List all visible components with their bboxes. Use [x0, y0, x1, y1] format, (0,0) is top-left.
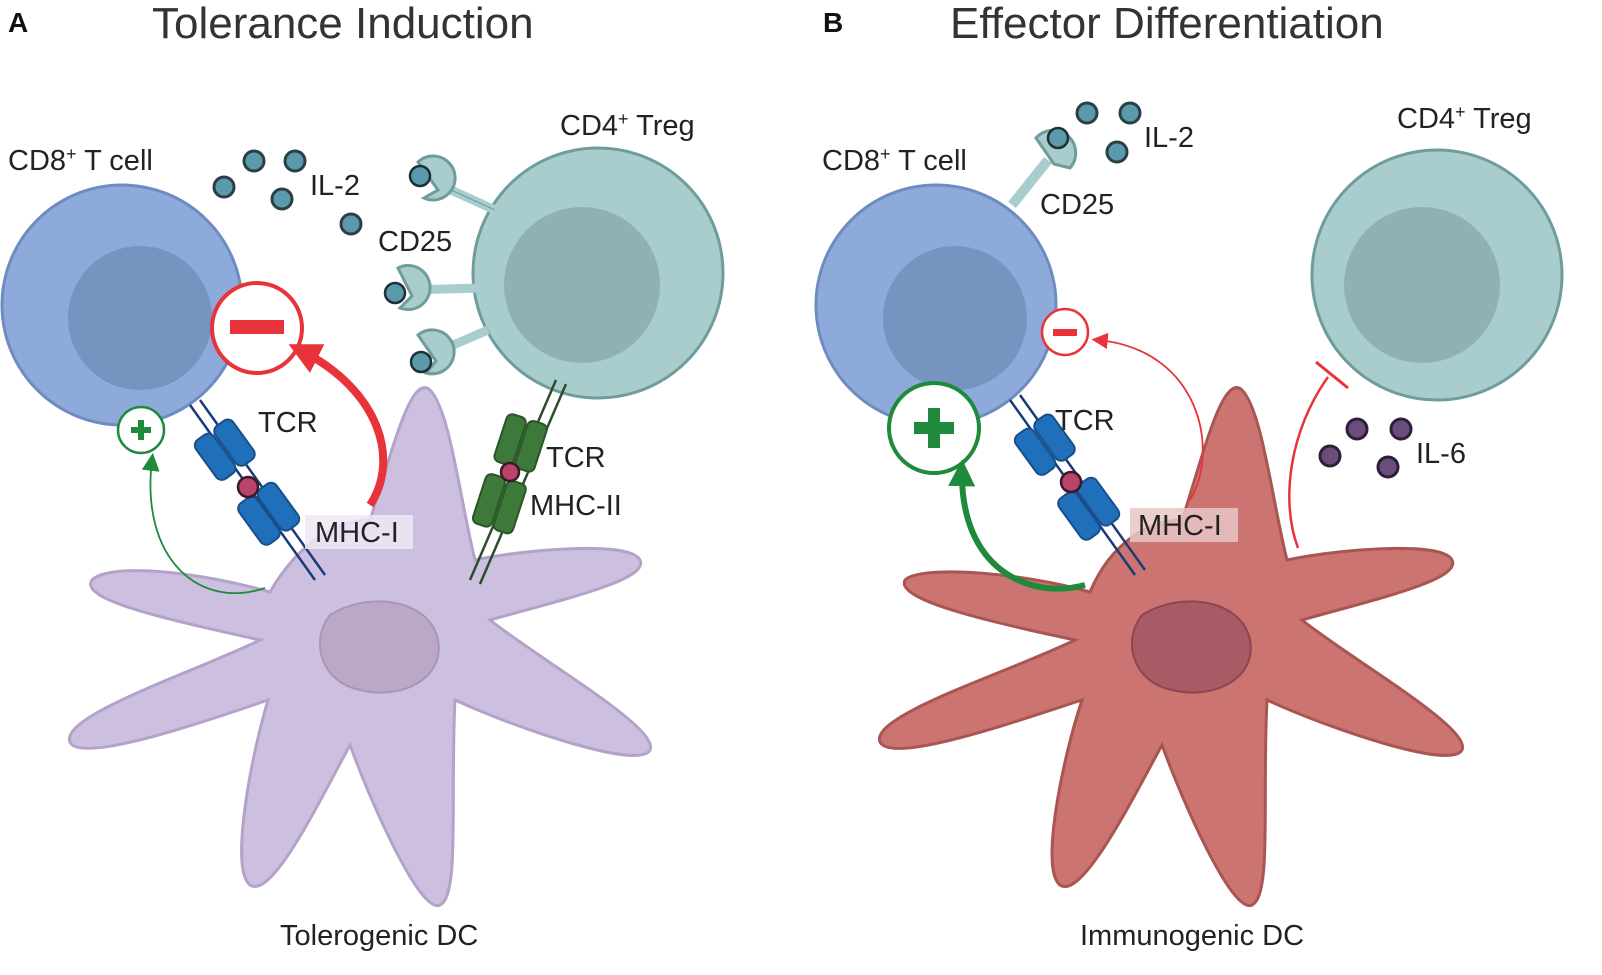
- inhibition-sign-a: [210, 281, 304, 375]
- cd25-label-a: CD25: [378, 226, 452, 258]
- mhc1-label-a: MHC-I: [315, 517, 399, 549]
- treg-label-a: CD4+ Treg: [560, 109, 695, 142]
- inhibition-sign-b: [1040, 307, 1090, 357]
- cd8-t-cell-a: [0, 183, 244, 427]
- tolerogenic-dc: [68, 386, 652, 907]
- il2-label-b: IL-2: [1144, 122, 1194, 154]
- mhc2-label-a: MHC-II: [530, 490, 622, 522]
- inhibition-arrow-a: [288, 344, 388, 508]
- tcr-mhc1-complex-b: [1008, 394, 1147, 576]
- il2-label-a: IL-2: [310, 170, 360, 202]
- immunogenic-dc-label: Immunogenic DC: [1080, 920, 1304, 952]
- il6-molecules-b: [1318, 417, 1413, 479]
- cd25-label-b: CD25: [1040, 189, 1114, 221]
- cd25-bound-il2-a: [383, 164, 433, 374]
- il6-label-b: IL-6: [1416, 438, 1466, 470]
- activation-sign-b: [887, 381, 981, 475]
- cd8-label-b: CD8+ T cell: [822, 144, 967, 177]
- il2-molecules-a: [212, 149, 363, 236]
- treg-inhibition-bar-b: [1288, 360, 1349, 549]
- il2-molecules-b: [1075, 101, 1142, 164]
- panel-b-title: Effector Differentiation: [950, 0, 1384, 48]
- cd25-receptor-b: [1008, 126, 1078, 209]
- treg-cell-a: [471, 146, 725, 400]
- cd25-receptors-a: [395, 154, 497, 376]
- treg-cell-b: [1310, 148, 1564, 402]
- treg-label-b: CD4+ Treg: [1397, 102, 1532, 135]
- activation-arrow-a: [141, 452, 266, 594]
- immunogenic-dc: [878, 386, 1464, 907]
- panel-a-title: Tolerance Induction: [152, 0, 534, 48]
- tcr-left-label-a: TCR: [258, 407, 318, 439]
- tcr-label-b: TCR: [1055, 405, 1115, 437]
- activation-arrow-b: [948, 459, 1086, 592]
- panel-b: B Effector Differentiation CD8+ T cell C…: [814, 0, 1564, 952]
- cd8-label-a: CD8+ T cell: [8, 144, 153, 177]
- tcr-mhc2-complex-a: [468, 379, 568, 585]
- activation-sign-a: [116, 405, 166, 455]
- tcr-right-label-a: TCR: [546, 442, 606, 474]
- panel-a-letter: A: [8, 7, 28, 38]
- cd8-t-cell-b: [814, 183, 1058, 427]
- panel-a: A Tolerance Induction CD8+ T cell CD4+ T…: [0, 0, 725, 952]
- tcr-mhc1-complex-a: [188, 399, 327, 581]
- inhibition-arrow-b: [1091, 332, 1204, 501]
- tolerogenic-dc-label: Tolerogenic DC: [280, 920, 478, 952]
- mhc1-label-b: MHC-I: [1138, 510, 1222, 542]
- panel-b-letter: B: [823, 7, 843, 38]
